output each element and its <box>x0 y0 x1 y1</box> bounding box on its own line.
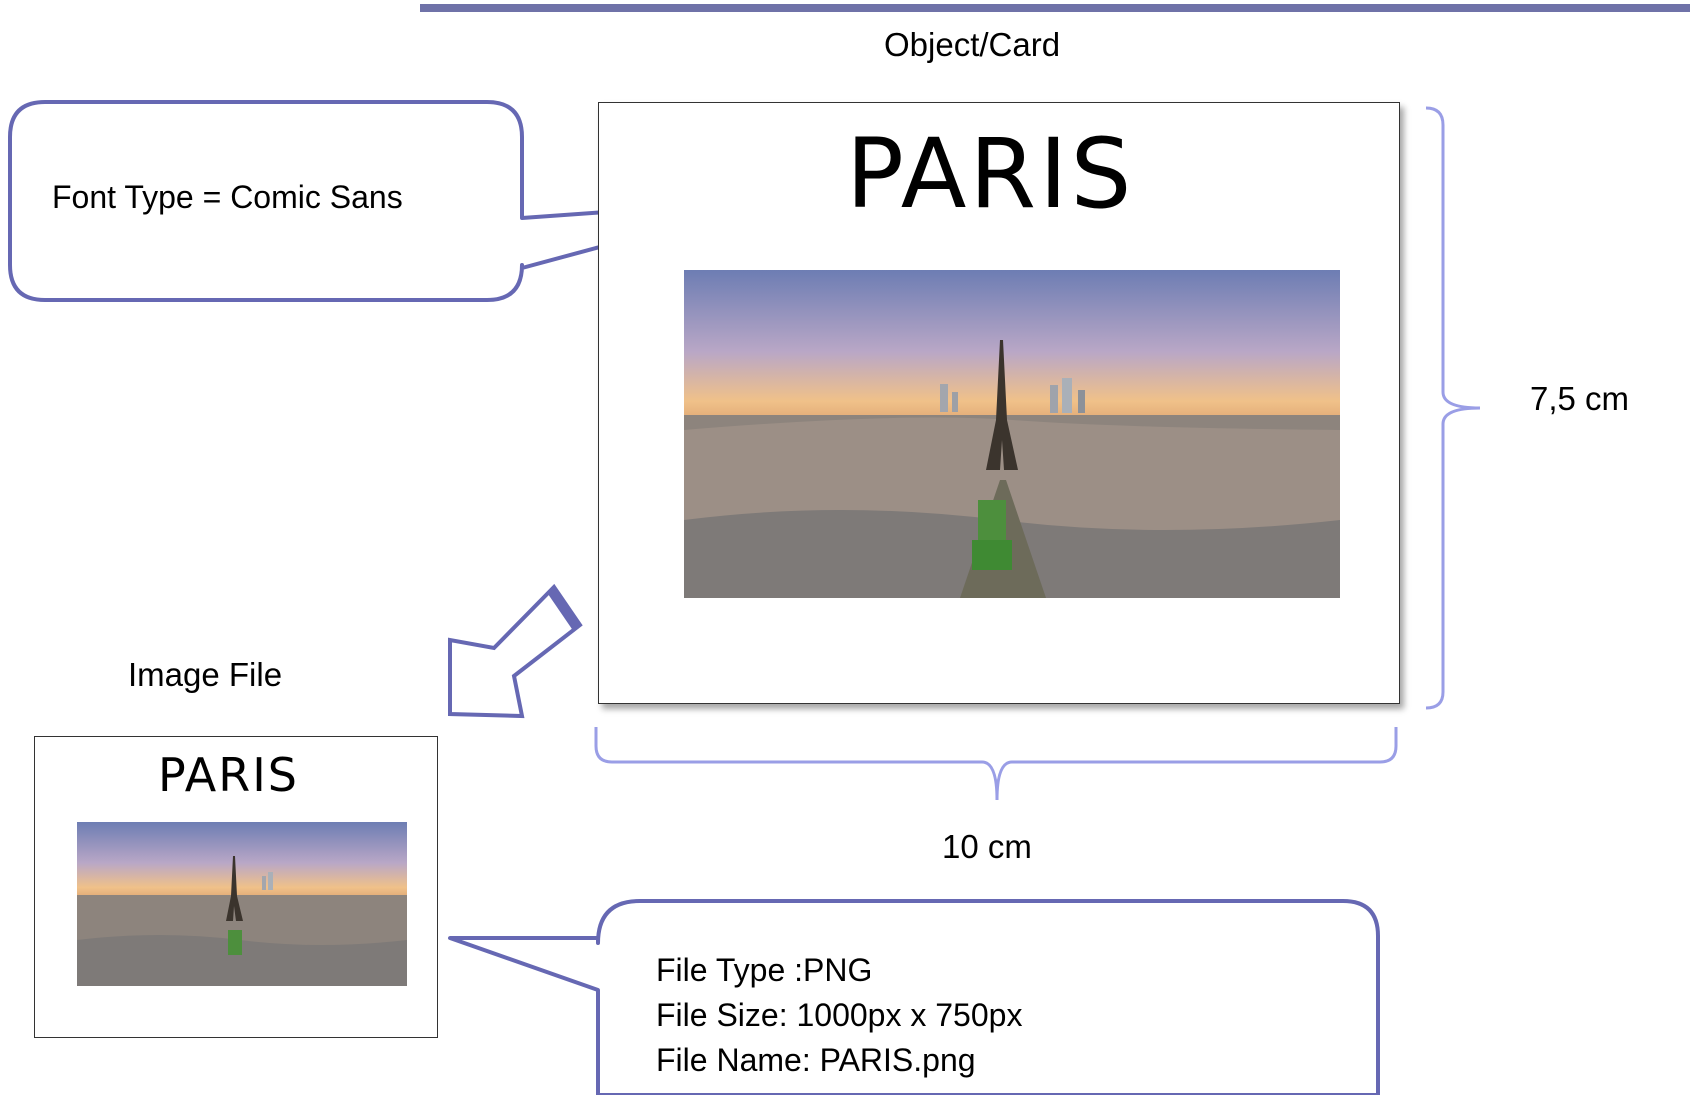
diagonal-arrow-icon <box>448 583 583 719</box>
file-name-line: File Name: PARIS.png <box>656 1042 976 1078</box>
file-callout-text: File Type :PNG File Size: 1000px x 750px… <box>656 948 1022 1083</box>
width-label: 10 cm <box>942 828 1032 865</box>
file-type-line: File Type :PNG <box>656 952 873 988</box>
object-card-label: Object/Card <box>884 26 1061 63</box>
font-callout-shape <box>8 100 776 302</box>
font-callout-text: Font Type = Comic Sans <box>52 179 403 215</box>
file-callout-shape <box>448 899 1380 1095</box>
file-size-line: File Size: 1000px x 750px <box>656 997 1023 1033</box>
height-bracket <box>1425 106 1481 710</box>
height-label: 7,5 cm <box>1530 380 1630 417</box>
top-divider-line <box>420 4 1690 12</box>
image-file-label: Image File <box>128 656 283 693</box>
width-bracket <box>594 727 1398 801</box>
card-title: PARIS <box>846 118 1135 230</box>
image-file-title: PARIS <box>158 748 299 802</box>
